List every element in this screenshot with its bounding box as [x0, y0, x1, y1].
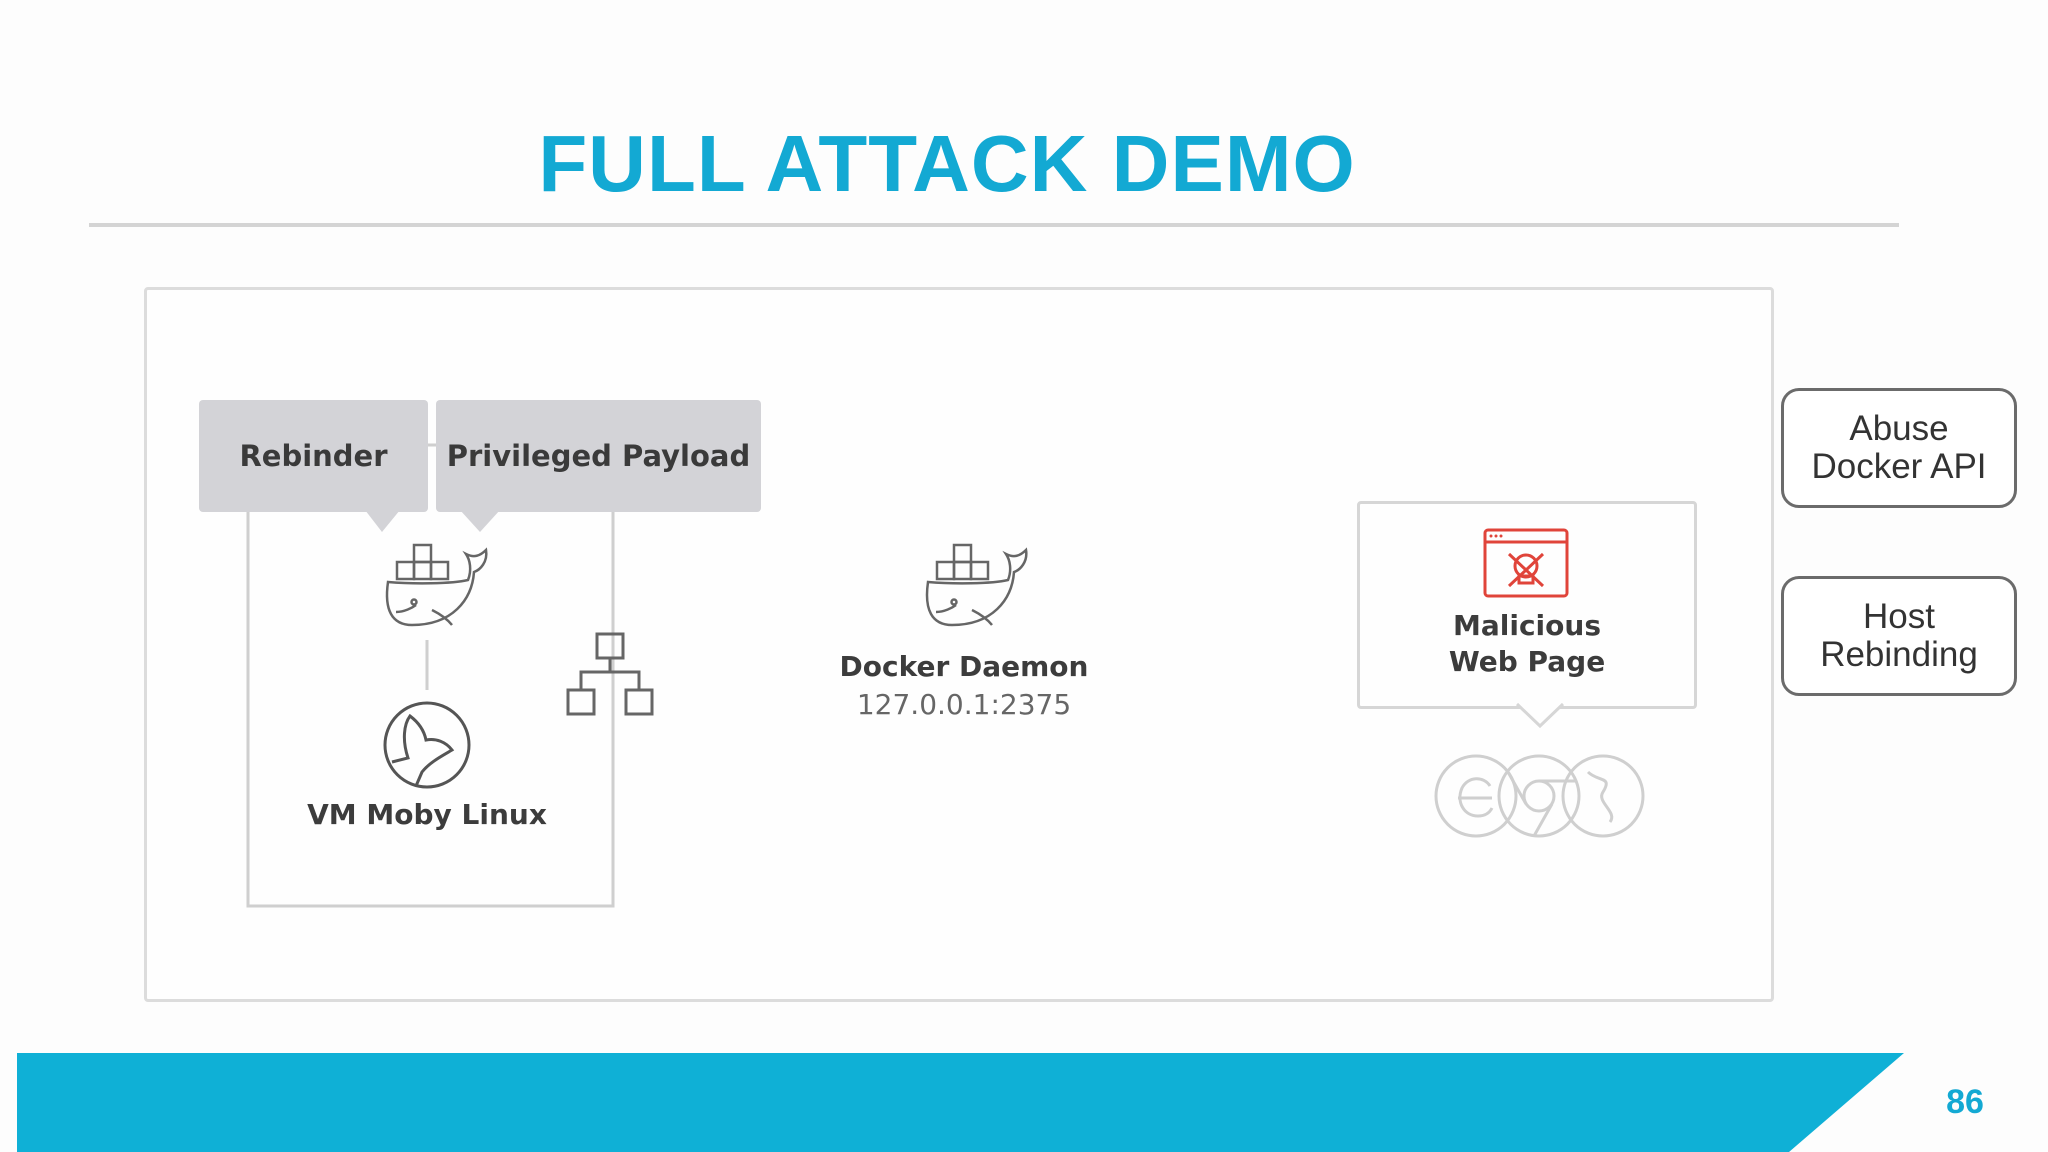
page-number: 86 [1946, 1083, 1984, 1121]
footer-band [17, 1053, 1904, 1152]
docker-daemon-label: Docker Daemon [839, 650, 1089, 683]
docker-whale-icon [385, 543, 488, 627]
network-icon [566, 632, 654, 716]
callout-pointer [1515, 702, 1565, 729]
privileged-payload-label: Privileged Payload [436, 400, 761, 512]
firefox-icon [1561, 754, 1645, 838]
abuse-docker-api-button[interactable]: Abuse Docker API [1781, 388, 2017, 508]
docker-daemon-address: 127.0.0.1:2375 [856, 688, 1072, 721]
abuse-docker-api-line1: Abuse [1849, 409, 1949, 448]
host-rebinding-line2: Rebinding [1820, 635, 1978, 674]
chrome-icon [1497, 754, 1581, 838]
abuse-docker-api-line2: Docker API [1811, 447, 1987, 486]
internet-explorer-icon [1434, 754, 1518, 838]
malicious-web-page-label: Malicious Web Page [1357, 608, 1697, 680]
title-divider [89, 223, 1899, 227]
host-rebinding-line1: Host [1863, 597, 1935, 636]
browser-icons [1434, 754, 1645, 838]
malicious-line-2: Web Page [1448, 645, 1606, 678]
vm-moby-linux-label: VM Moby Linux [307, 798, 547, 831]
malicious-page-skull-icon [1483, 528, 1569, 598]
host-rebinding-button[interactable]: Host Rebinding [1781, 576, 2017, 696]
slide-title: FULL ATTACK DEMO [538, 119, 1356, 208]
rebinder-label: Rebinder [199, 400, 428, 512]
docker-daemon-whale-icon [925, 543, 1028, 627]
moby-linux-icon [383, 701, 471, 789]
malicious-line-1: Malicious [1453, 609, 1601, 642]
